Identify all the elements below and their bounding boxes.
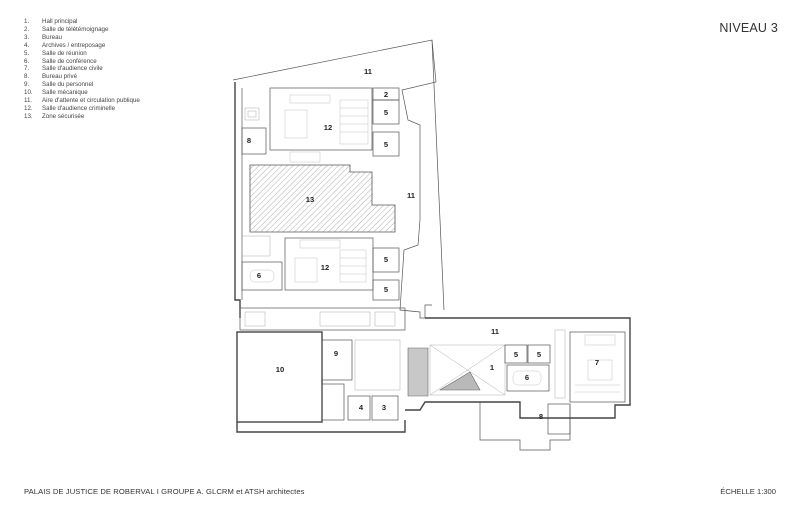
elevator-1 — [244, 311, 266, 327]
legend-item: 1.Hall principal — [24, 18, 78, 25]
north-wing-outline — [232, 39, 437, 319]
room-label-11-south: 11 — [491, 327, 500, 336]
room-label-5e: 5 — [514, 350, 519, 359]
room-outline-6-north — [241, 261, 283, 291]
legend-item: 8.Bureau privé — [24, 73, 78, 81]
room-label-6-north: 6 — [257, 271, 261, 280]
hall-1-triangle — [438, 371, 481, 391]
east-stair — [554, 329, 566, 399]
zone-13-secure — [249, 164, 396, 233]
room-outline-5d — [372, 279, 400, 301]
room-outline-12-north — [269, 87, 373, 151]
room-label-5d: 5 — [384, 285, 389, 294]
stair-west — [241, 235, 271, 257]
hall-1-diagonals — [429, 344, 506, 396]
legend-item: 7.Salle d'audience civile — [24, 65, 103, 73]
south-west-outline — [236, 420, 406, 433]
legend-item: 4.Archives / entreposage — [24, 41, 106, 49]
room-label-7: 7 — [595, 358, 599, 367]
page-title: NIVEAU 3 — [719, 21, 778, 35]
restrooms — [354, 339, 401, 391]
room-label-12-north: 12 — [324, 123, 332, 132]
legend: 1.Hall principal 2.Salle de télétémoigna… — [24, 18, 224, 121]
room-label-11-east: 11 — [407, 191, 416, 200]
room-label-8-north: 8 — [247, 136, 251, 145]
furniture-block-nw — [244, 107, 260, 121]
legend-item: 12.Salle d'audience criminelle — [24, 104, 116, 112]
north-wing-west-wall — [234, 82, 241, 318]
room-outline-10 — [236, 331, 323, 423]
room-outline-6-south — [321, 383, 345, 421]
project-credit: PALAIS DE JUSTICE DE ROBERVAL I GROUPE A… — [24, 487, 305, 496]
room-label-11-north: 11 — [364, 67, 373, 76]
room-label-8-east: 8 — [539, 412, 543, 421]
room-outline-5b — [372, 131, 400, 157]
room-outline-3 — [371, 395, 399, 421]
room-outline-5e — [504, 344, 528, 364]
room-outline-8-north — [241, 127, 267, 155]
room-label-10: 10 — [276, 365, 284, 374]
elevator-3 — [374, 311, 396, 327]
elevator-2 — [319, 311, 371, 327]
room-label-3: 3 — [382, 403, 386, 412]
room-label-13: 13 — [306, 195, 314, 204]
scale-label: ÉCHELLE 1:300 — [720, 487, 776, 496]
room-label-5c: 5 — [384, 255, 389, 264]
room-outline-7 — [569, 331, 626, 403]
room-label-6-east: 6 — [525, 373, 529, 382]
seating-12-north — [284, 94, 369, 163]
seating-7 — [575, 334, 620, 393]
table-6-north — [249, 269, 275, 283]
room-label-1: 1 — [490, 363, 495, 372]
north-wing-east-diagonal — [431, 39, 445, 311]
room-outline-9 — [321, 339, 353, 381]
room-label-9: 9 — [334, 349, 338, 358]
room-label-5f: 5 — [537, 350, 542, 359]
room-label-5a: 5 — [384, 108, 389, 117]
legend-item: 13.Zone sécurisée — [24, 112, 85, 120]
corridor-band — [239, 307, 406, 331]
legend-item: 9.Salle du personnel — [24, 81, 94, 89]
room-label-4: 4 — [359, 403, 364, 412]
room-outline-5c — [372, 247, 400, 273]
room-label-12-south: 12 — [321, 263, 329, 272]
room-outline-5f — [527, 344, 551, 364]
table-6-east — [512, 370, 542, 386]
hall-1-gray — [407, 347, 429, 397]
room-outline-6-east — [506, 364, 550, 392]
legend-item: 6.Salle de conférence — [24, 57, 97, 65]
furniture-block-nw-inner — [247, 110, 257, 118]
legend-item: 11.Aire d'attente et circulation publiqu… — [24, 97, 140, 105]
south-annex-east — [479, 402, 571, 451]
room-label-5b: 5 — [384, 140, 389, 149]
seating-12-south — [294, 239, 367, 283]
room-outline-8-east — [547, 403, 571, 435]
room-outline-2 — [372, 87, 400, 101]
east-wing-outline — [405, 317, 631, 419]
legend-item: 2.Salle de télétémoignage — [24, 25, 109, 33]
legend-item: 3.Bureau — [24, 33, 62, 41]
legend-item: 5.Salle de réunion — [24, 49, 87, 57]
room-label-2: 2 — [384, 90, 388, 99]
legend-item: 10.Salle mécanique — [24, 89, 88, 97]
room-outline-4 — [347, 395, 371, 421]
